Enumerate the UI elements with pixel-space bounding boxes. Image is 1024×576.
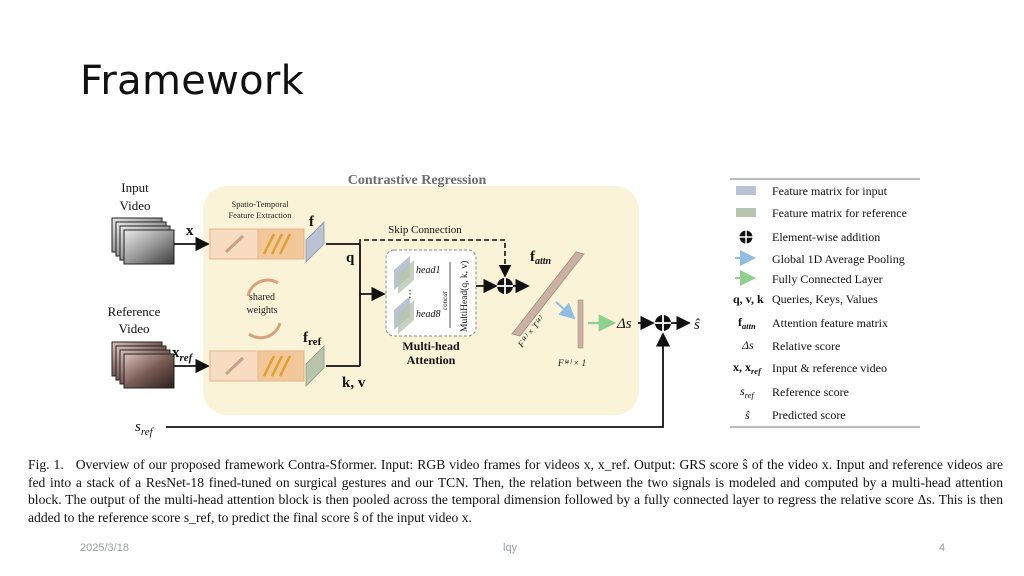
f-ref-feature-matrix	[305, 345, 325, 387]
f1-dim-label: F⁽⁴⁾ × 1	[557, 358, 586, 368]
legend-key-delta: Δs	[741, 338, 754, 352]
s-ref-arrow	[166, 332, 671, 428]
st-label-2: Feature Extraction	[228, 210, 292, 220]
skip-connection-arrow	[359, 239, 512, 278]
s-hat-label: ŝ	[694, 317, 700, 333]
reference-video-label-1: Reference	[108, 304, 161, 319]
caption-label: Fig. 1.	[28, 457, 64, 472]
pooling-arrow	[555, 301, 576, 320]
legend-key-shat: ŝ	[745, 408, 750, 422]
legend-text-1: Feature matrix for input	[772, 184, 888, 198]
head1-label: head1	[416, 265, 440, 276]
pooled-vector	[577, 299, 584, 349]
footer-date: 2025/3/18	[80, 542, 129, 554]
q-label: q	[346, 250, 355, 266]
f-attn-matrix	[511, 251, 585, 337]
slide-title: Framework	[80, 58, 305, 104]
attention-heads	[394, 256, 414, 334]
legend-text-9: Input & reference video	[772, 361, 887, 375]
reference-feature-extractor	[209, 350, 305, 382]
element-wise-addition-1	[497, 278, 513, 294]
f-attn-label: fattn	[530, 249, 552, 267]
shared-weights-label-1: shared	[249, 292, 275, 303]
reference-video-frames	[111, 341, 175, 389]
s-ref-label: sref	[135, 419, 155, 438]
legend-key-qvk: q, v, k	[733, 292, 764, 306]
legend-text-2: Feature matrix for reference	[772, 206, 907, 220]
reference-video-label-2: Video	[119, 321, 150, 336]
footer-page-number: 4	[939, 542, 946, 554]
input-feature-extractor	[209, 228, 305, 260]
legend-key-fattn: fattn	[738, 315, 756, 331]
legend	[730, 178, 920, 428]
legend-text-4: Global 1D Average Pooling	[772, 252, 905, 266]
figure-caption: Fig. 1.Overview of our proposed framewor…	[28, 456, 1003, 526]
dots-label: ⋮	[405, 289, 415, 300]
legend-addition-symbol	[739, 230, 753, 244]
legend-text-11: Predicted score	[772, 408, 846, 422]
footer-author: lqy	[503, 542, 518, 554]
input-video-frames	[111, 217, 175, 265]
legend-input-swatch	[736, 186, 756, 195]
legend-text-10: Reference score	[772, 385, 849, 399]
input-video-label-1: Input	[121, 180, 149, 195]
shared-weights-label-2: weights	[246, 305, 277, 316]
legend-text-6: Queries, Keys, Values	[772, 292, 878, 306]
element-wise-addition-2	[655, 315, 671, 331]
delta-s-label: Δs	[616, 316, 632, 332]
multihead-label-1: Multi-head	[402, 339, 460, 353]
legend-key-sref: sref	[740, 384, 755, 400]
shared-weights-arrows	[246, 278, 282, 340]
legend-text-8: Relative score	[772, 339, 840, 353]
multihead-fn-label: MultiHead(q, k, v)	[459, 261, 470, 332]
caption-text: Overview of our proposed framework Contr…	[28, 457, 1003, 525]
f-feature-matrix	[305, 221, 325, 263]
legend-reference-swatch	[736, 208, 756, 217]
input-video-label-2: Video	[120, 198, 151, 213]
head8-label: head8	[416, 309, 440, 320]
x-label: x	[186, 223, 194, 239]
legend-key-xxref: x, xref	[733, 360, 762, 376]
x-ref-label: xref	[172, 345, 194, 364]
skip-connection-label: Skip Connection	[388, 224, 462, 236]
st-label-1: Spatio-Temporal	[231, 199, 289, 209]
f-label: f	[309, 214, 315, 230]
f-ref-label: fref	[303, 330, 322, 348]
concat-label: concat	[441, 290, 449, 310]
legend-text-7: Attention feature matrix	[772, 316, 888, 330]
diagram-title: Contrastive Regression	[348, 173, 487, 188]
legend-text-3: Element-wise addition	[772, 230, 880, 244]
kv-label: k, v	[342, 375, 366, 391]
multihead-label-2: Attention	[407, 353, 456, 367]
legend-text-5: Fully Connected Layer	[772, 272, 883, 286]
